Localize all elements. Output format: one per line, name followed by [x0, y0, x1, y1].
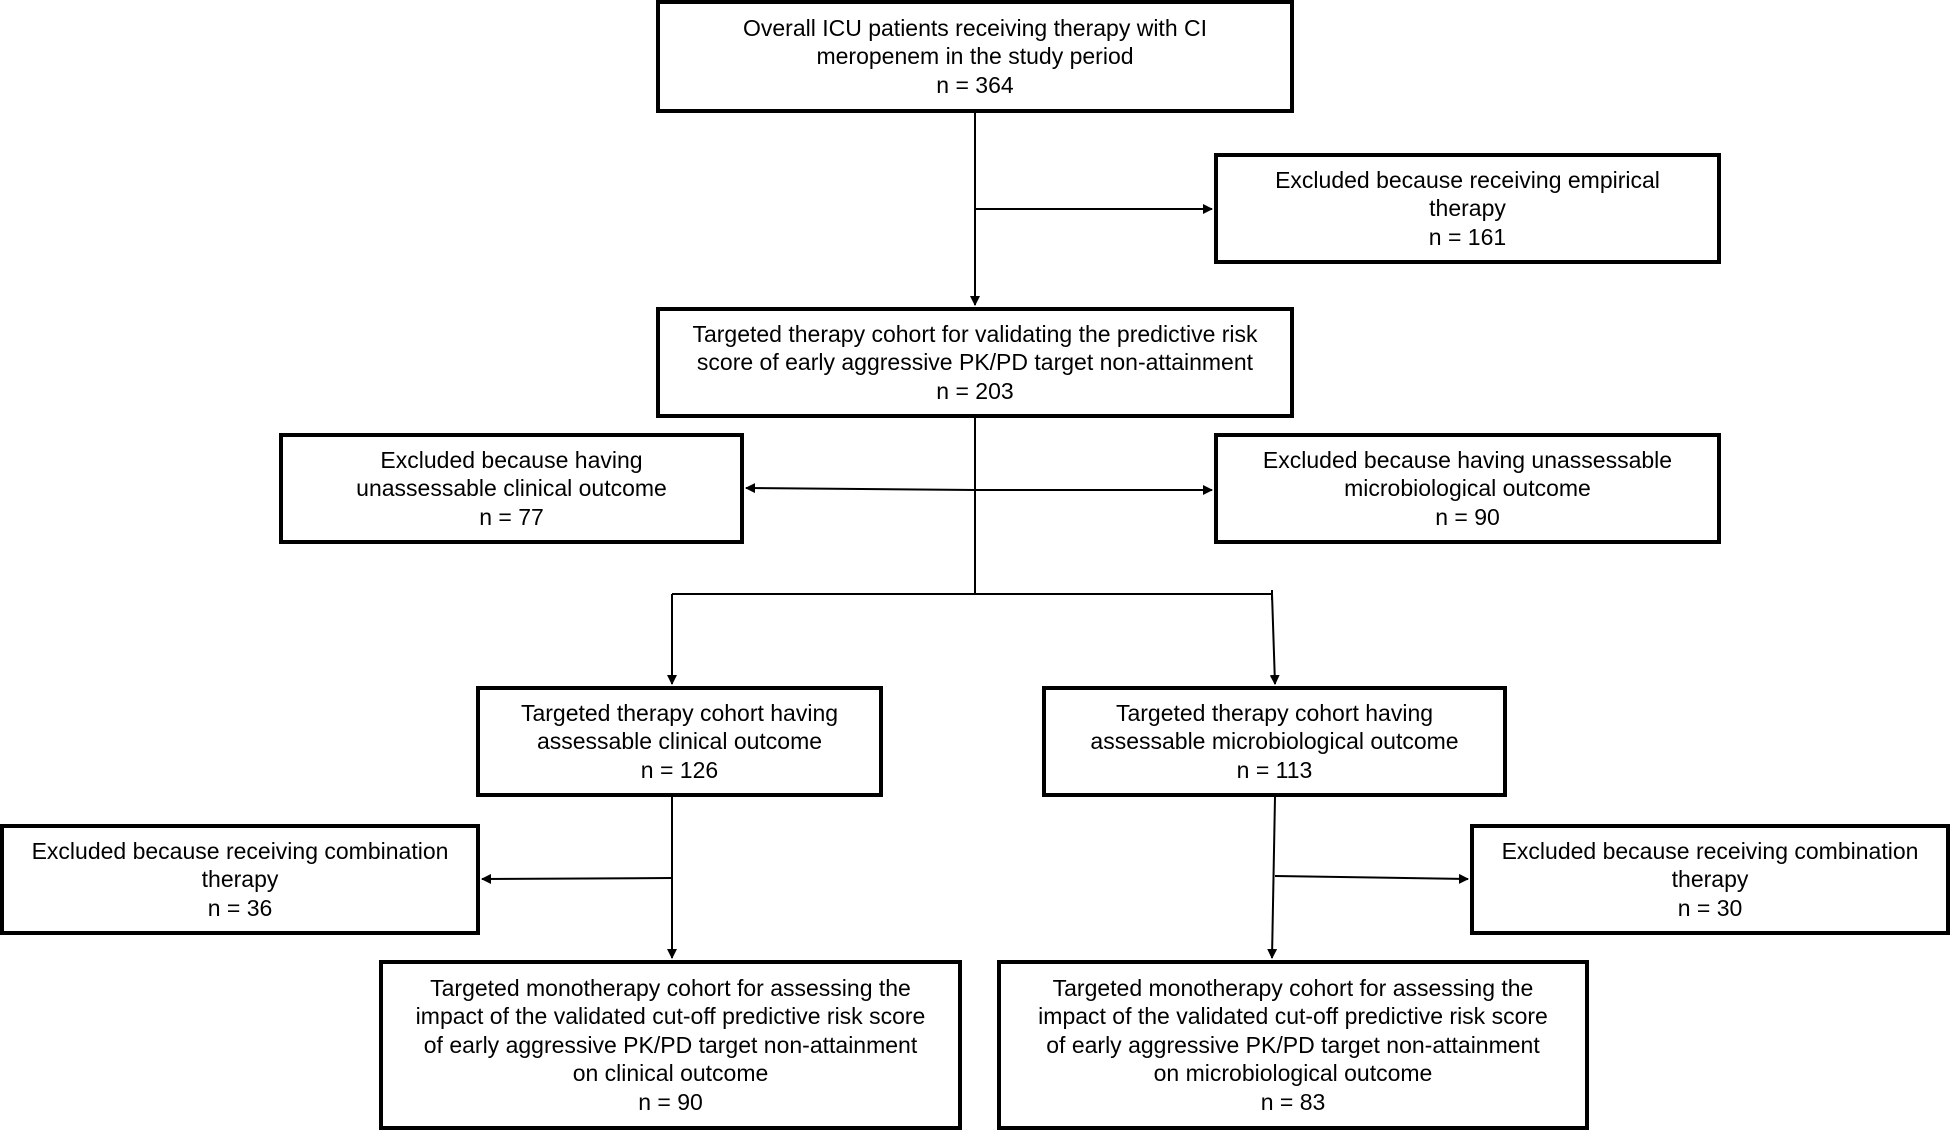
box-count: n = 90 [638, 1088, 703, 1115]
box-excluded-unassessable-microbiological: Excluded because having unassessable mic… [1214, 433, 1721, 544]
box-text-line: impact of the validated cut-off predicti… [415, 1003, 926, 1030]
box-text-line: Targeted monotherapy cohort for assessin… [430, 974, 911, 1001]
box-excluded-unassessable-clinical: Excluded because having unassessable cli… [279, 433, 744, 544]
box-text-line: meropenem in the study period [816, 43, 1134, 70]
box-text-line: microbiological outcome [1344, 475, 1591, 502]
box-monotherapy-clinical-cohort: Targeted monotherapy cohort for assessin… [379, 960, 962, 1130]
box-text-line: Excluded because having [380, 446, 643, 473]
box-text-line: Excluded because receiving combination [31, 837, 449, 864]
box-excluded-combination-microbiological: Excluded because receiving combination t… [1470, 824, 1950, 935]
box-count: n = 161 [1428, 223, 1507, 250]
box-text-line: therapy [201, 866, 279, 893]
box-targeted-therapy-cohort: Targeted therapy cohort for validating t… [656, 307, 1294, 418]
box-text-line: of early aggressive PK/PD target non-att… [1046, 1031, 1540, 1058]
box-excluded-empirical: Excluded because receiving empirical the… [1214, 153, 1721, 264]
box-assessable-clinical-cohort: Targeted therapy cohort having assessabl… [476, 686, 883, 797]
box-monotherapy-microbiological-cohort: Targeted monotherapy cohort for assessin… [997, 960, 1589, 1130]
box-count: n = 77 [479, 503, 544, 530]
connector-to-excluded-clinical [745, 483, 976, 494]
box-text-line: therapy [1671, 866, 1749, 893]
box-count: n = 364 [936, 71, 1014, 98]
box-text-line: Targeted monotherapy cohort for assessin… [1052, 974, 1534, 1001]
connector-to-excluded-combination-right [1274, 873, 1469, 884]
box-text-line: Targeted therapy cohort having [520, 699, 839, 726]
box-text-line: assessable microbiological outcome [1090, 728, 1459, 755]
box-text-line: of early aggressive PK/PD target non-att… [423, 1031, 918, 1058]
box-text-line: on microbiological outcome [1153, 1060, 1433, 1087]
box-text-line: on clinical outcome [572, 1060, 769, 1087]
box-count: n = 36 [207, 894, 273, 921]
box-text-line: Targeted therapy cohort for validating t… [692, 320, 1258, 347]
box-count: n = 113 [1236, 756, 1313, 783]
connector-microbiological-to-monotherapy [1267, 796, 1278, 959]
box-count: n = 30 [1677, 894, 1743, 921]
box-count: n = 90 [1435, 503, 1500, 530]
box-text-line: Targeted therapy cohort having [1115, 699, 1434, 726]
box-text-line: therapy [1429, 195, 1506, 222]
box-count: n = 83 [1260, 1088, 1326, 1115]
box-text-line: Excluded because having unassessable [1262, 446, 1673, 473]
box-overall-icu-patients: Overall ICU patients receiving therapy w… [656, 0, 1294, 113]
box-text-line: unassessable clinical outcome [356, 475, 667, 502]
box-text-line: assessable clinical outcome [536, 728, 823, 755]
box-count: n = 203 [936, 377, 1014, 404]
box-text-line: impact of the validated cut-off predicti… [1038, 1003, 1548, 1030]
box-assessable-microbiological-cohort: Targeted therapy cohort having assessabl… [1042, 686, 1507, 797]
box-text-line: Overall ICU patients receiving therapy w… [742, 14, 1208, 41]
connector-to-excluded-combination-left [481, 873, 673, 884]
box-text-line: score of early aggressive PK/PD target n… [696, 349, 1254, 376]
connector-to-assessable-microbiological [1269, 593, 1280, 685]
box-text-line: Excluded because receiving combination [1501, 837, 1919, 864]
box-count: n = 126 [640, 756, 719, 783]
box-text-line: Excluded because receiving empirical [1275, 166, 1660, 193]
box-excluded-combination-clinical: Excluded because receiving combination t… [0, 824, 480, 935]
